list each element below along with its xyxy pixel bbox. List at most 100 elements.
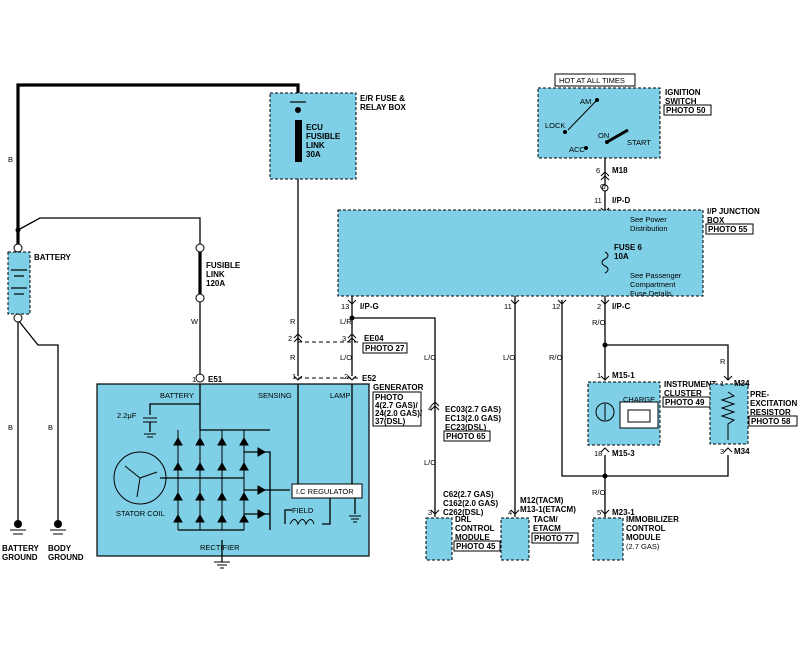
- gen-lamp: LAMP: [330, 391, 350, 400]
- gen-photo-3: 37(DSL): [375, 417, 406, 426]
- charge-label: CHARGE: [623, 395, 655, 404]
- drl-photo: PHOTO 45: [456, 542, 496, 551]
- wc-b-g2: B: [48, 423, 53, 432]
- pin-r3: 3: [720, 447, 724, 456]
- svg-text:EC03(2.7 GAS)EC13(2.0 GAS)EC23: EC03(2.7 GAS)EC13(2.0 GAS)EC23(DSL): [445, 405, 501, 432]
- cluster-title-2: CLUSTER: [664, 389, 702, 398]
- wc-ro-2: R/O: [592, 318, 606, 327]
- cluster-title-1: INSTRUMENT: [664, 380, 717, 389]
- svg-text:E/R FUSE &RELAY BOX: E/R FUSE &RELAY BOX: [360, 94, 406, 112]
- resistor-title-3: RESISTOR: [750, 408, 791, 417]
- pin-6: 6: [596, 166, 600, 175]
- conn-ipc: I/P-C: [612, 302, 630, 311]
- fusible-link-2: LINK: [206, 270, 225, 279]
- resistor-photo: PHOTO 58: [751, 417, 791, 426]
- fusible-link-1: FUSIBLE: [206, 261, 241, 270]
- conn-photo65: PHOTO 65: [446, 432, 486, 441]
- pin-r1: 1: [720, 379, 724, 388]
- ign-photo: PHOTO 50: [666, 106, 706, 115]
- wc-b-g1: B: [8, 423, 13, 432]
- pin-cl1: 1: [597, 371, 601, 380]
- fuse6-2: 10A: [614, 252, 629, 261]
- immo-title-2: CONTROL: [626, 524, 666, 533]
- pin-e1: 1: [192, 375, 196, 384]
- ign-title-1: IGNITION: [665, 88, 701, 97]
- ign-on: ON: [598, 131, 609, 140]
- ecu-link-3: LINK: [306, 141, 325, 150]
- body-ground-1: BODY: [48, 544, 72, 553]
- drl-title-3: MODULE: [455, 533, 490, 542]
- immo-title-3: MODULE: [626, 533, 661, 542]
- ecu-link-4: 30A: [306, 150, 321, 159]
- note-power-2: Distribution: [630, 224, 668, 233]
- gen-rectifier: RECTIFIER: [200, 543, 240, 552]
- conn-photo27: PHOTO 27: [365, 344, 405, 353]
- note-power-1: See Power: [630, 215, 667, 224]
- ipjb-photo: PHOTO 55: [708, 225, 748, 234]
- er-fuse-relay-box: E/R FUSE &RELAY BOX ECU FUSIBLE LINK 30A: [269, 92, 406, 180]
- fusible-link-3: 120A: [206, 279, 225, 288]
- ign-acc: ACC: [569, 145, 585, 154]
- conn-m34a: M34: [734, 379, 750, 388]
- wire-color-codes: B W R O L/R L/O L/O L/O L/O R R/O R/O R/…: [8, 155, 726, 497]
- pin-11: 11: [594, 196, 602, 205]
- wc-r-sense: R: [290, 317, 296, 326]
- pin-ee3: 3: [342, 334, 346, 343]
- wc-ro-3: R/O: [592, 488, 606, 497]
- ign-am: AM: [580, 97, 591, 106]
- ipjb-title-1: I/P JUNCTION: [707, 207, 760, 216]
- note-pass-3: Fuse Details: [630, 289, 672, 298]
- wc-b: B: [8, 155, 13, 164]
- resistor-title-1: PRE-: [750, 390, 769, 399]
- gen-sensing: SENSING: [258, 391, 292, 400]
- wc-w: W: [191, 317, 199, 326]
- immo-title-4: (2.7 GAS): [626, 542, 660, 551]
- battery-label: BATTERY: [34, 253, 72, 262]
- pin-2: 2: [597, 302, 601, 311]
- conn-ec-3: EC23(DSL): [445, 423, 487, 432]
- gen-photo-1: 4(2.7 GAS)/: [375, 401, 418, 410]
- resistor-title-2: EXCITATION: [750, 399, 797, 408]
- conn-c-3: C262(DSL): [443, 508, 484, 517]
- note-pass-1: See Passenger: [630, 271, 682, 280]
- wc-o: O: [600, 182, 606, 191]
- gen-stator: STATOR COIL: [116, 509, 165, 518]
- conn-m18: M18: [612, 166, 628, 175]
- gen-regulator: I.C REGULATOR: [296, 487, 354, 496]
- tacm-title-1: TACM/: [533, 515, 559, 524]
- conn-ipd: I/P-D: [612, 196, 630, 205]
- pin-ee2: 2: [288, 334, 292, 343]
- battery-ground-2: GROUND: [2, 553, 38, 562]
- pin-m4: 4: [508, 508, 512, 517]
- conn-ee04: EE04: [364, 334, 384, 343]
- conn-ec-2: EC13(2.0 GAS): [445, 414, 501, 423]
- immo-title-1: IMMOBILIZER: [626, 515, 679, 524]
- gen-battery: BATTERY: [160, 391, 194, 400]
- ign-lock: LOCK: [545, 121, 565, 130]
- drl-title-2: CONTROL: [455, 524, 495, 533]
- wc-ro-1: R/O: [549, 353, 563, 362]
- wc-lo-3: L/O: [424, 458, 436, 467]
- tacm-photo: PHOTO 77: [534, 534, 574, 543]
- pin-ec4: 4: [428, 404, 432, 413]
- svg-text:M12(TACM)M13-1(ETACM): M12(TACM)M13-1(ETACM): [520, 496, 576, 514]
- pin-e2: 2: [344, 372, 348, 381]
- conn-m34b: M34: [734, 447, 750, 456]
- pin-numbers: 6 11 13 11 12 2 2 3 1 2 1 4 3 4 5 1 18 1…: [192, 166, 724, 517]
- conn-ipg: I/P-G: [360, 302, 379, 311]
- conn-m12-2: M13-1(ETACM): [520, 505, 576, 514]
- pin-g1: 1: [292, 372, 296, 381]
- battery-ground-1: BATTERY: [2, 544, 40, 553]
- er-box-title-1: E/R FUSE &: [360, 94, 405, 103]
- conn-e51: E51: [208, 375, 223, 384]
- drl-title-1: DRL: [455, 515, 472, 524]
